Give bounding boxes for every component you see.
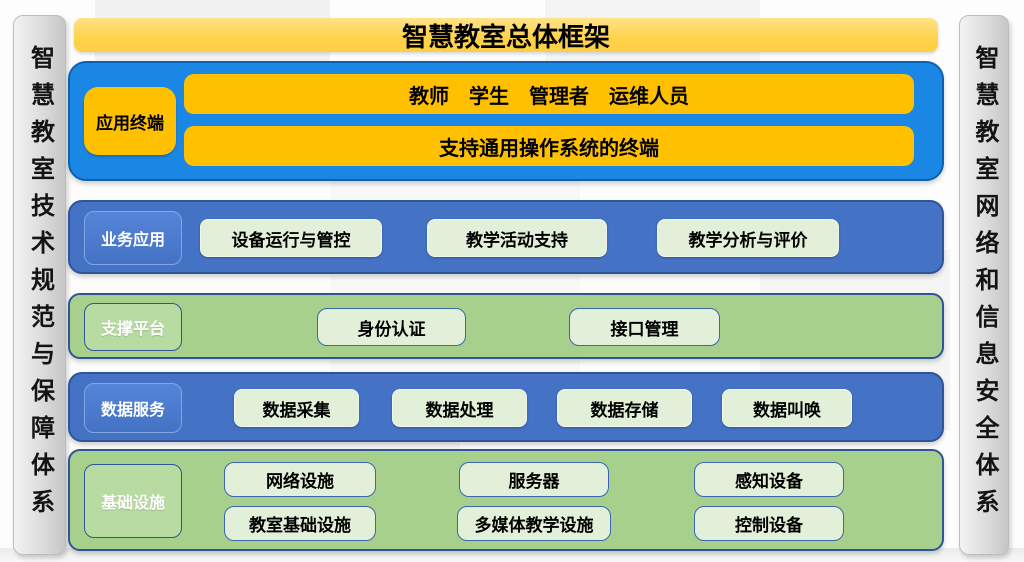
item-network-facility: 网络设施 — [224, 462, 376, 497]
layer-label-application-terminal: 应用终端 — [84, 87, 176, 155]
item-teaching-analysis-evaluation: 教学分析与评价 — [657, 219, 839, 257]
layer-infrastructure: 基础设施 网络设施 服务器 感知设备 教室基础设施 多媒体教学设施 控制设备 — [68, 449, 944, 551]
right-pillar-text: 智慧教室网络和信息安全体系 — [971, 44, 998, 526]
left-pillar: 智慧教室技术规范与保障体系 — [13, 15, 66, 555]
right-pillar: 智慧教室网络和信息安全体系 — [959, 15, 1009, 555]
terminal-os-bar: 支持通用操作系统的终端 — [184, 126, 914, 166]
item-classroom-basic-facility: 教室基础设施 — [224, 506, 376, 541]
item-multimedia-teaching-facility: 多媒体教学设施 — [457, 506, 611, 541]
left-pillar-text: 智慧教室技术规范与保障体系 — [26, 44, 54, 526]
item-sensing-device: 感知设备 — [694, 462, 844, 497]
terminal-users-bar: 教师 学生 管理者 运维人员 — [184, 74, 914, 114]
item-server: 服务器 — [459, 462, 609, 497]
page-title: 智慧教室总体框架 — [401, 21, 610, 52]
layer-label-supporting-platform: 支撑平台 — [84, 303, 182, 351]
layer-supporting-platform: 支撑平台 身份认证 接口管理 — [68, 293, 944, 359]
item-identity-authentication: 身份认证 — [317, 308, 466, 346]
item-data-processing: 数据处理 — [392, 389, 527, 427]
item-interface-management: 接口管理 — [569, 308, 720, 346]
item-data-storage: 数据存储 — [557, 389, 692, 427]
item-data-collection: 数据采集 — [234, 389, 359, 427]
item-data-exchange: 数据叫唤 — [722, 389, 852, 427]
layer-label-business-application: 业务应用 — [84, 211, 182, 265]
layer-label-data-service: 数据服务 — [84, 383, 182, 433]
layer-application-terminal: 应用终端 教师 学生 管理者 运维人员 支持通用操作系统的终端 — [68, 61, 944, 181]
item-control-device: 控制设备 — [694, 506, 844, 541]
item-teaching-activity-support: 教学活动支持 — [427, 219, 607, 257]
layer-label-infrastructure: 基础设施 — [84, 464, 182, 538]
layer-data-service: 数据服务 数据采集 数据处理 数据存储 数据叫唤 — [68, 372, 944, 442]
layer-business-application: 业务应用 设备运行与管控 教学活动支持 教学分析与评价 — [68, 200, 944, 274]
item-device-operation-control: 设备运行与管控 — [200, 219, 382, 257]
title-banner: 智慧教室总体框架 — [74, 18, 938, 52]
